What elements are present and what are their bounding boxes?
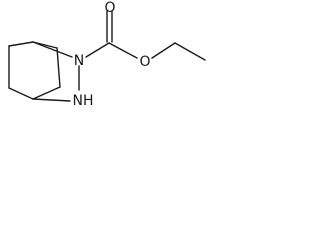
atom-label-o-carbonyl: O xyxy=(104,0,115,16)
atom-label-n-bottom: NH xyxy=(73,93,94,109)
atom-label-n-top: N xyxy=(74,53,84,69)
bond-carbonyl-o-ester xyxy=(108,42,138,59)
bond-ch2-ch3 xyxy=(174,42,206,61)
bond-c3-c4 xyxy=(32,86,61,100)
bond-o-ester-ch2 xyxy=(151,42,176,59)
bond-n-bottom-c4 xyxy=(32,98,71,102)
bond-c6-c1 xyxy=(8,41,34,47)
atom-label-o-ester: O xyxy=(139,54,150,70)
molecule-drawing: N NH O O xyxy=(8,0,206,109)
chemical-structure: N NH O O xyxy=(0,0,215,133)
bond-c4-c5 xyxy=(8,87,34,100)
bond-c1-n-top xyxy=(32,41,73,58)
bond-n-top-carbonyl xyxy=(85,42,110,58)
bond-c2-c3 xyxy=(56,47,61,88)
